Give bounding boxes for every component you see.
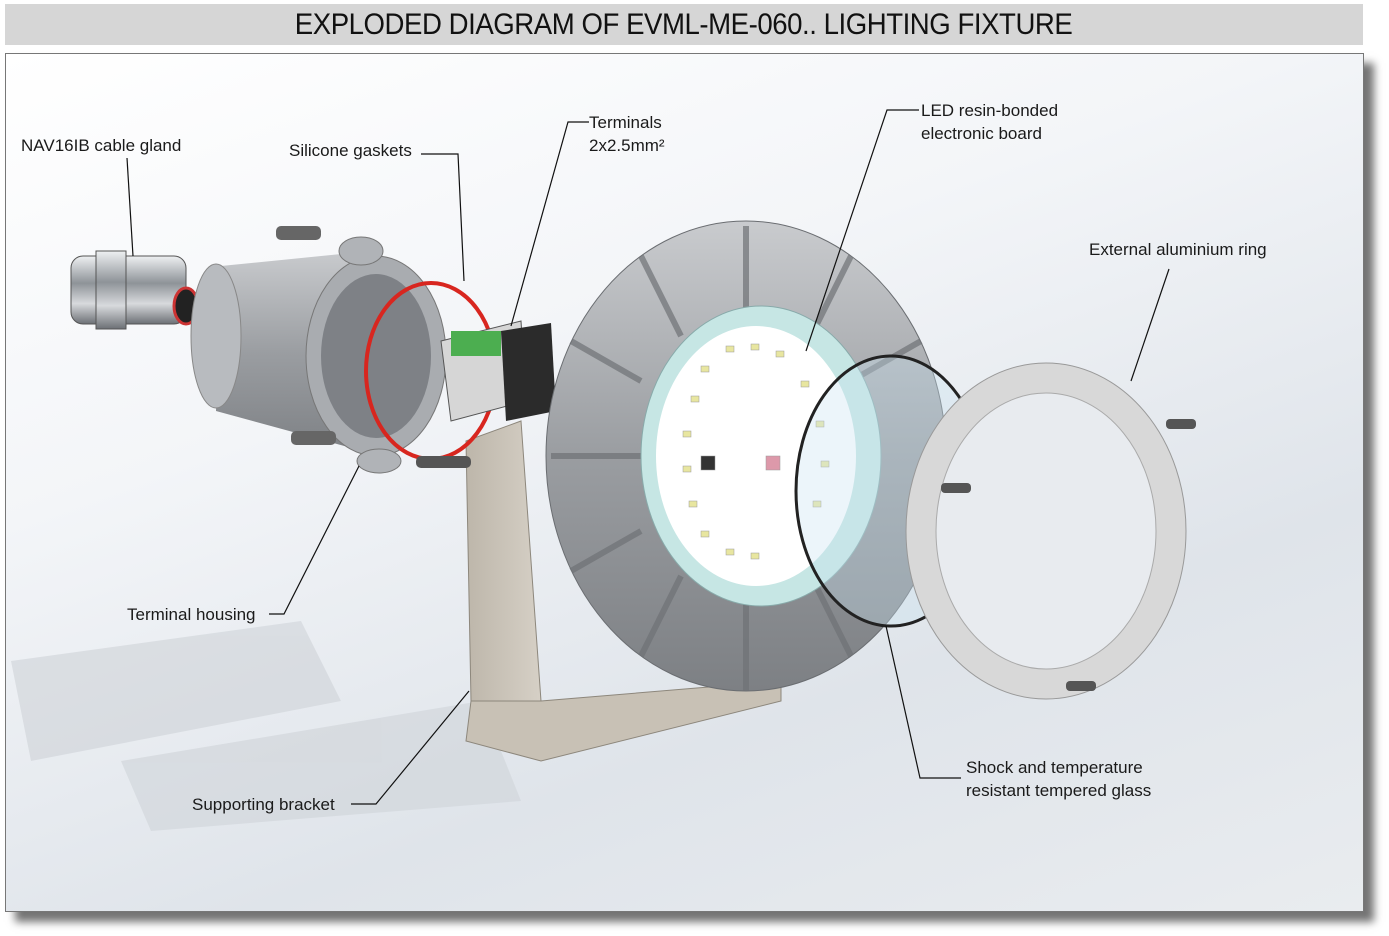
label-terminals: Terminals 2x2.5mm² — [589, 111, 665, 157]
label-led-board: LED resin-bonded electronic board — [921, 99, 1058, 145]
label-glass-line1: Shock and temperature — [966, 758, 1143, 777]
cable-gland — [70, 250, 200, 330]
main-body — [545, 220, 947, 692]
external-ring — [905, 362, 1196, 700]
exploded-illustration — [11, 109, 1196, 831]
floor-shadows — [11, 621, 521, 831]
label-tempered-glass: Shock and temperature resistant tempered… — [966, 756, 1151, 802]
label-external-ring: External aluminium ring — [1089, 240, 1267, 259]
diagram-panel: NAV16IB cable gland Silicone gaskets Ter… — [5, 53, 1364, 912]
terminal-housing — [190, 226, 447, 474]
label-terminals-line1: Terminals — [589, 113, 662, 132]
label-terminals-line2: 2x2.5mm² — [589, 136, 665, 155]
title-bar: EXPLODED DIAGRAM OF EVML-ME-060.. LIGHTI… — [5, 4, 1363, 45]
label-silicone-gaskets: Silicone gaskets — [289, 141, 412, 160]
terminal-block — [416, 320, 556, 468]
led-array — [682, 343, 830, 560]
label-glass-line2: resistant tempered glass — [966, 781, 1152, 800]
label-cable-gland: NAV16IB cable gland — [21, 136, 182, 155]
label-supporting-bracket: Supporting bracket — [192, 795, 335, 814]
diagram-title: EXPLODED DIAGRAM OF EVML-ME-060.. LIGHTI… — [295, 7, 1073, 41]
leader-lines — [126, 109, 1170, 805]
supporting-bracket — [465, 420, 782, 762]
label-terminal-housing: Terminal housing — [127, 605, 256, 624]
label-led-board-line1: LED resin-bonded — [921, 101, 1059, 120]
label-led-board-line2: electronic board — [921, 124, 1042, 143]
